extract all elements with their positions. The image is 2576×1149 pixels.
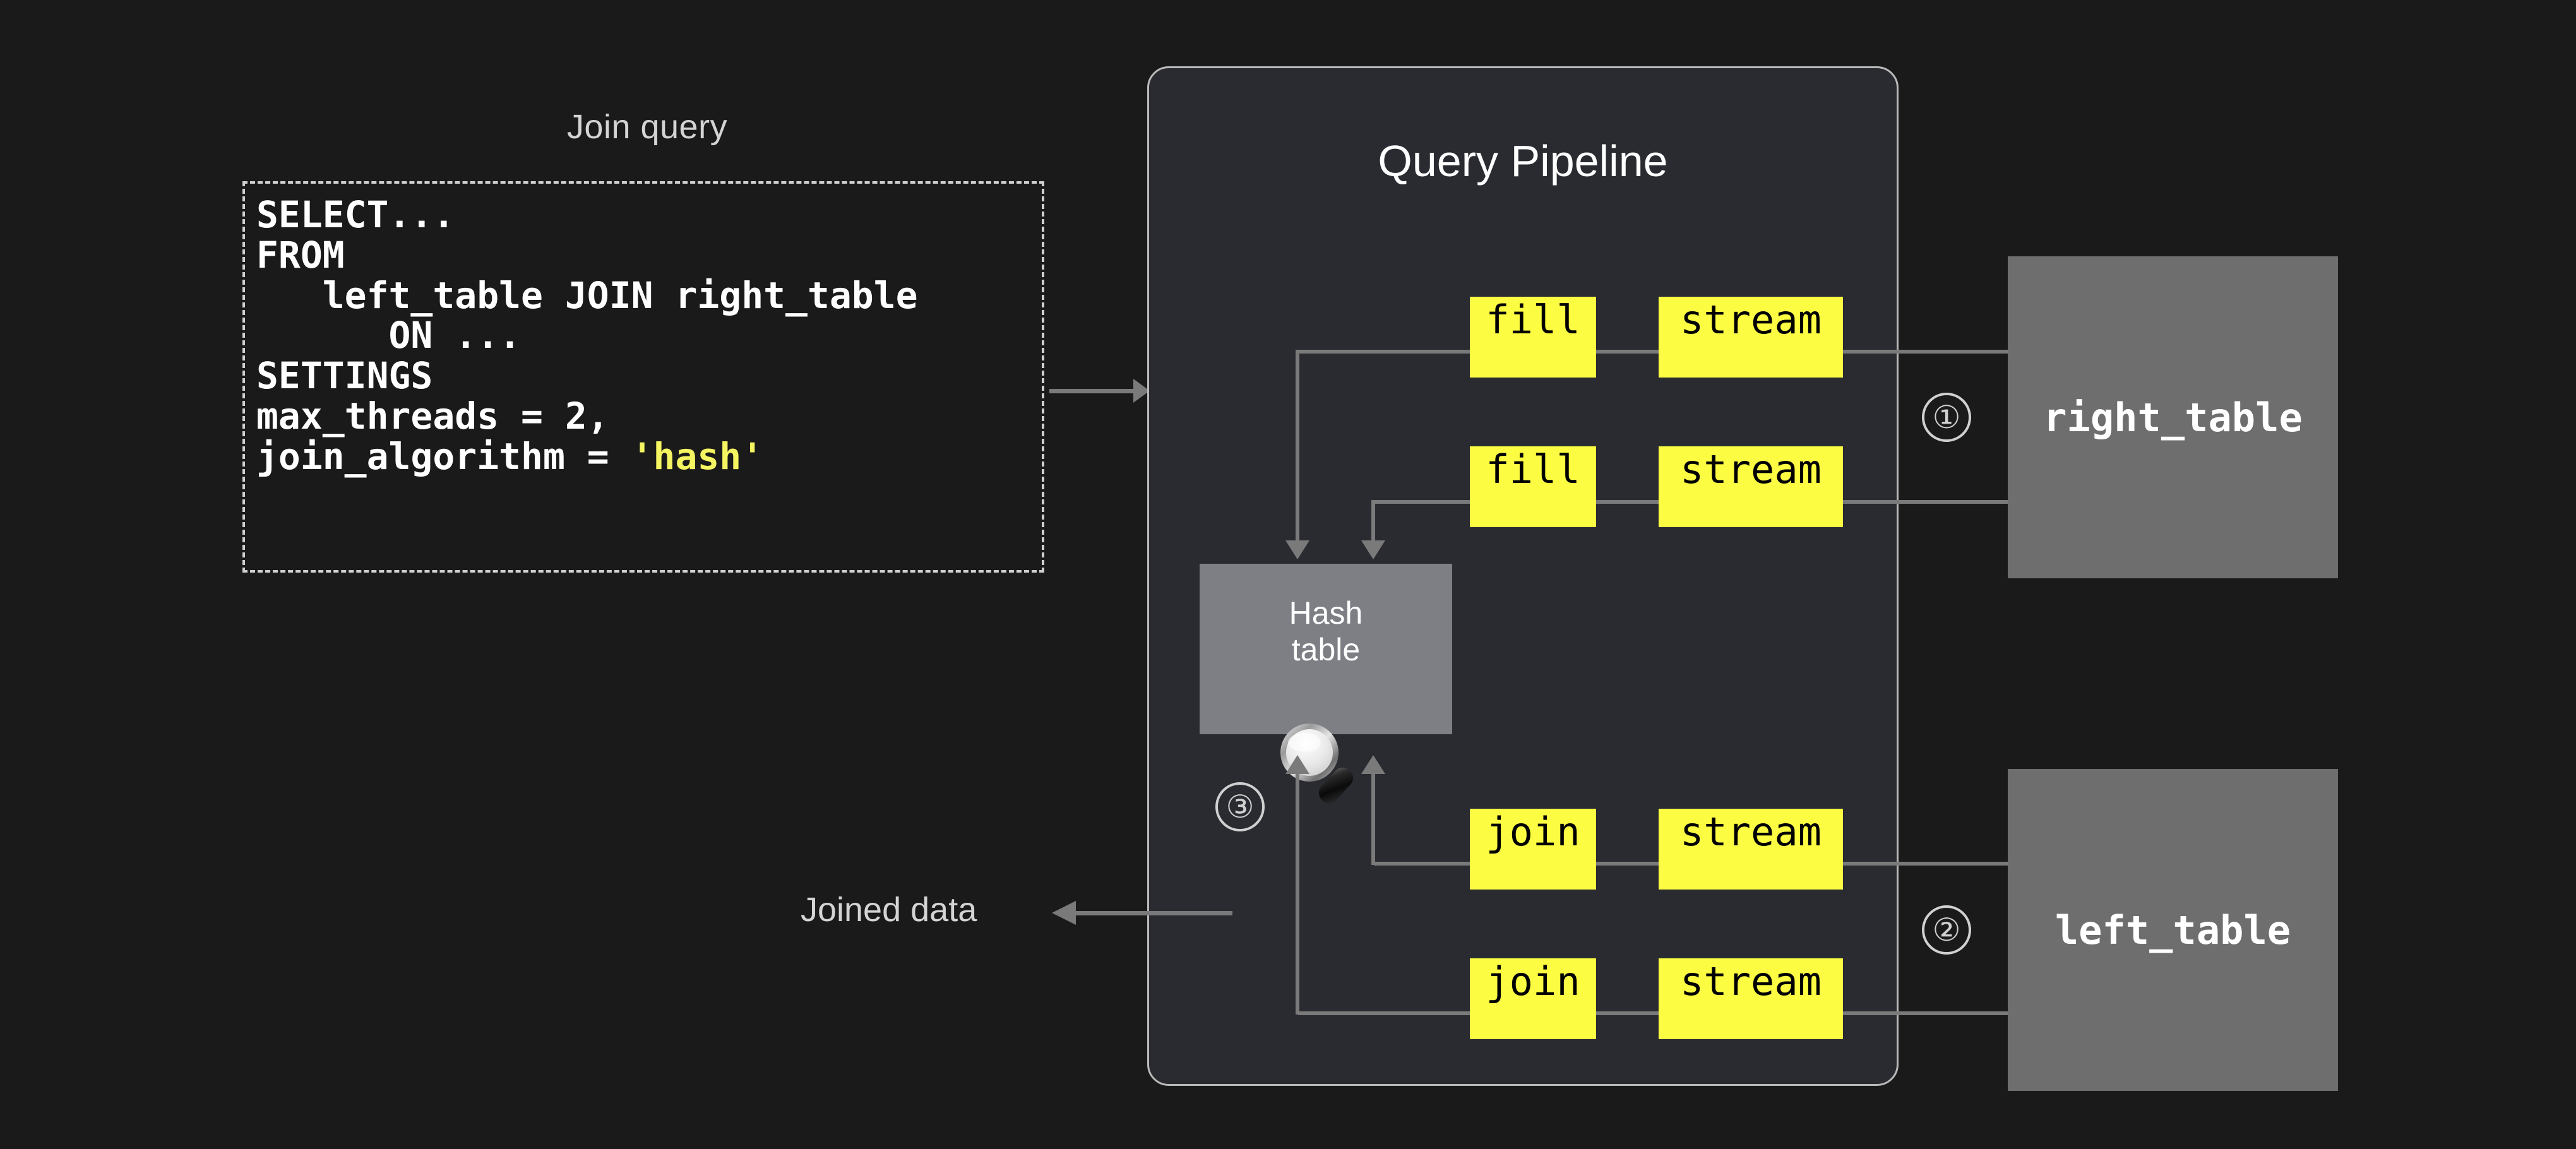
query-pipeline-title: Query Pipeline: [1378, 136, 1668, 186]
join-2-rise-arrowhead: [1285, 755, 1309, 774]
step-marker-1-label: ①: [1932, 400, 1961, 435]
op-box-stream-3[interactable]: stream: [1659, 809, 1843, 890]
fill-2-drop-vertical: [1371, 500, 1375, 545]
right-table-box[interactable]: right_table: [2008, 256, 2338, 578]
code-line-7-value: 'hash': [631, 434, 764, 478]
op-box-stream-1-label: stream: [1680, 297, 1822, 343]
op-box-fill-2-label: fill: [1486, 446, 1580, 492]
join-query-code-box: SELECT... FROM left_table JOIN right_tab…: [242, 181, 1044, 573]
join-1-rise-vertical: [1371, 773, 1375, 865]
joined-data-line: [1075, 911, 1232, 915]
fill-2-drop-arrowhead: [1361, 540, 1385, 559]
op-box-stream-3-label: stream: [1680, 809, 1822, 855]
code-line-1: SELECT...: [256, 193, 455, 236]
code-line-3: left_table JOIN right_table: [256, 273, 918, 317]
op-box-join-2[interactable]: join: [1470, 958, 1596, 1039]
join-query-title: Join query: [566, 108, 728, 146]
right-table-label: right_table: [2043, 394, 2303, 441]
op-box-fill-1[interactable]: fill: [1470, 297, 1596, 378]
step-marker-2-label: ②: [1932, 912, 1961, 948]
step-marker-3: ③: [1215, 782, 1265, 831]
op-box-stream-2-label: stream: [1680, 446, 1822, 492]
op-box-fill-1-label: fill: [1486, 297, 1580, 343]
left-table-box[interactable]: left_table: [2008, 769, 2338, 1091]
code-line-2: FROM: [256, 233, 345, 277]
join-2-rise-vertical: [1296, 773, 1299, 1015]
op-box-fill-2[interactable]: fill: [1470, 446, 1596, 527]
fill-1-drop-vertical: [1296, 350, 1299, 545]
joined-data-label: Joined data: [801, 891, 977, 929]
code-line-7-prefix: join_algorithm =: [256, 434, 631, 478]
join-1-rise-arrowhead: [1361, 755, 1385, 774]
joined-data-arrowhead: [1052, 901, 1076, 925]
connector-line-top-1: [1298, 350, 2008, 354]
op-box-join-1[interactable]: join: [1470, 809, 1596, 890]
query-to-pipeline-line: [1049, 389, 1138, 393]
op-box-join-1-label: join: [1486, 809, 1580, 855]
op-box-stream-1[interactable]: stream: [1659, 297, 1843, 378]
fill-1-drop-arrowhead: [1285, 540, 1309, 559]
left-table-label: left_table: [2054, 907, 2291, 953]
op-box-stream-2[interactable]: stream: [1659, 446, 1843, 527]
step-marker-1: ①: [1922, 393, 1971, 442]
step-marker-3-label: ③: [1225, 789, 1255, 825]
op-box-stream-4[interactable]: stream: [1659, 958, 1843, 1039]
join-query-code: SELECT... FROM left_table JOIN right_tab…: [256, 193, 918, 478]
step-marker-2: ②: [1922, 905, 1971, 955]
code-line-6: max_threads = 2,: [256, 394, 609, 438]
hash-table-box: Hash table: [1200, 564, 1452, 734]
code-line-5: SETTINGS: [256, 354, 433, 398]
code-line-4: ON ...: [256, 314, 522, 357]
hash-table-label: Hash table: [1289, 595, 1363, 667]
connector-line-bottom-2: [1298, 1011, 2008, 1015]
op-box-stream-4-label: stream: [1680, 958, 1822, 1004]
query-to-pipeline-arrowhead: [1133, 379, 1150, 403]
op-box-join-2-label: join: [1486, 958, 1580, 1004]
